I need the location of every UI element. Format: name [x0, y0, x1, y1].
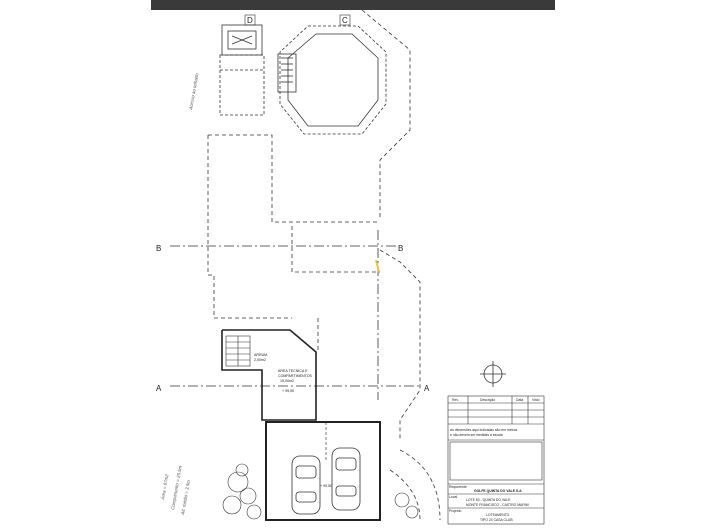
- technical-area: [221, 329, 317, 421]
- highlight-mark: [375, 259, 380, 273]
- top-bar: [151, 0, 555, 10]
- visto-header: Visto: [532, 398, 540, 402]
- title-block: [447, 395, 545, 525]
- handwritten-note-top: Acesso ao telhado: [188, 72, 200, 111]
- driveway-curve: [399, 449, 441, 521]
- location-line-2: MONTE FRANCISCO - CASTRO MARIM: [466, 503, 529, 507]
- technical-area-label: AREA TECNICA E: [278, 369, 308, 373]
- staircase: [225, 335, 251, 367]
- handwritten-note-left-2: Comprimento = 25,5m: [170, 465, 183, 510]
- garage: [265, 421, 381, 521]
- section-marker-b-right: B: [398, 244, 403, 253]
- vegetation: [222, 463, 262, 520]
- project-line-1: LOTEAMENTO: [486, 513, 510, 517]
- section-marker-d: D: [247, 16, 253, 25]
- north-arrow-icon: [480, 361, 506, 387]
- section-marker-b-left: B: [156, 244, 161, 253]
- handwritten-note-left-3: Alt. média = 3,5m: [180, 479, 191, 516]
- technical-area-size: 15,00m2: [280, 379, 294, 383]
- location-label: Local: [449, 495, 457, 499]
- car-right: [331, 447, 361, 511]
- storage-size: 2,00m2: [254, 358, 266, 362]
- house-footprint: [207, 134, 421, 440]
- desc-header: Descrição: [480, 398, 495, 402]
- section-marker-c: C: [342, 16, 348, 25]
- storage-label: ARRUM.: [254, 353, 268, 357]
- owner-label: Requerente: [449, 485, 467, 489]
- date-header: Data: [516, 398, 523, 402]
- section-marker-a-right: A: [424, 384, 430, 393]
- owner-name: GOLFE QUINTA DO VALE S.A: [474, 489, 522, 493]
- location-line-1: LOTE 53 - QUINTA DO VALE: [466, 498, 511, 502]
- pool: [277, 25, 387, 135]
- note-line-1: As dimensões aqui indicadas são em metro…: [450, 428, 518, 432]
- project-label: Projecto: [449, 509, 462, 513]
- note-line-2: e não devem ser medidas à escala: [450, 433, 503, 437]
- section-marker-a-left: A: [156, 384, 162, 393]
- rev-header: Rev.: [452, 398, 459, 402]
- technical-area-level: + 99,50: [282, 389, 294, 393]
- terrace-outline: [361, 9, 411, 220]
- handwritten-note-left-1: Área = 97m2: [159, 473, 170, 501]
- garage-level: + 99,50: [320, 484, 332, 488]
- project-line-2: TIPO 24 CASA CLUB: [480, 518, 513, 522]
- chimney-detail: [219, 24, 265, 116]
- car-left: [291, 455, 321, 515]
- technical-area-label-2: COMPARTIMENTOS: [278, 374, 313, 378]
